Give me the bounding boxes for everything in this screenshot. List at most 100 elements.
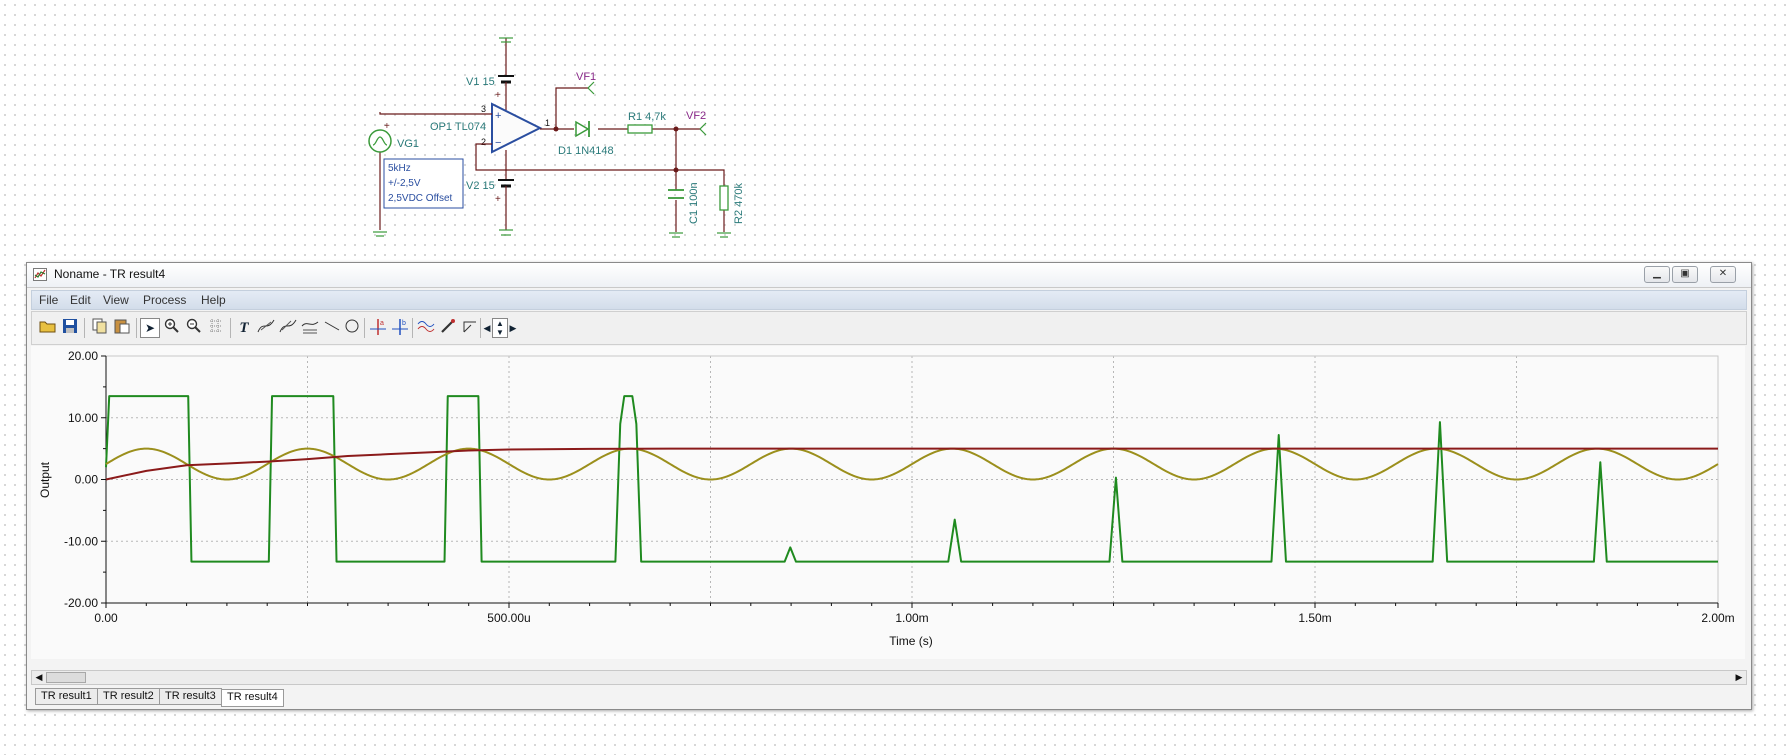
transient-chart[interactable]: 0.00 500.00u 1.00m 1.50m 2.00m 20.00 10.00 0.00…	[31, 346, 1745, 659]
y-tick-label: -10.00	[64, 534, 98, 548]
y-tick-label: 10.00	[68, 411, 98, 425]
y-axis-label: Output	[38, 461, 52, 498]
tab-tr-result2[interactable]: TR result2	[97, 688, 160, 705]
tab-tr-result4[interactable]: TR result4	[221, 689, 284, 707]
chart-series	[105, 395, 1719, 563]
y-tick-label: 20.00	[68, 349, 98, 363]
svg-text:a: a	[380, 320, 384, 327]
output-square-wave-series[interactable]	[105, 395, 1718, 563]
diode-d1-symbol[interactable]	[575, 120, 590, 138]
circle-icon[interactable]	[342, 318, 362, 338]
chart-tick-labels: 0.00 500.00u 1.00m 1.50m 2.00m 20.00 10.00 0.00…	[64, 349, 1735, 625]
menu-edit[interactable]: Edit	[70, 293, 91, 307]
tab-tr-result3[interactable]: TR result3	[159, 688, 222, 705]
horizontal-scrollbar[interactable]: ◀ ▶	[31, 670, 1747, 685]
chart-axes	[101, 355, 1719, 608]
cursor-b-icon[interactable]: b	[390, 318, 410, 338]
x-tick-label: 0.00	[94, 611, 118, 625]
v2-battery-symbol[interactable]	[498, 150, 514, 236]
curve-icon[interactable]	[256, 318, 276, 338]
resistor-r1-symbol[interactable]	[627, 124, 653, 134]
svg-text:+: +	[495, 110, 501, 122]
arrow-updown-icon[interactable]: ▲▼	[492, 318, 508, 338]
plot-area[interactable]: 0.00 500.00u 1.00m 1.50m 2.00m 20.00 10.00 0.00…	[31, 346, 1745, 659]
axis-icon[interactable]	[460, 318, 480, 338]
scroll-right-icon[interactable]: ▶	[1735, 672, 1743, 682]
menu-file[interactable]: File	[39, 293, 59, 307]
input-sine-series[interactable]	[105, 447, 1719, 481]
chart-grid	[105, 355, 1719, 604]
vf1-label: VF1	[576, 71, 596, 83]
maximize-button[interactable]: ▣	[1672, 266, 1698, 283]
tab-tr-result1[interactable]: TR result1	[35, 688, 98, 705]
ground-symbols	[373, 231, 731, 238]
capacitor-voltage-series[interactable]	[105, 447, 1718, 481]
open-icon[interactable]	[38, 318, 58, 338]
menu-process[interactable]: Process	[143, 293, 187, 307]
vf1-probe-symbol[interactable]	[587, 81, 595, 95]
v1-label: V1 15	[466, 76, 495, 88]
vf2-probe-symbol[interactable]	[699, 122, 707, 136]
pin-3-label: 3	[481, 104, 486, 114]
vf2-label: VF2	[686, 110, 706, 122]
text-icon[interactable]: T	[239, 320, 249, 336]
x-tick-label: 1.00m	[895, 611, 928, 625]
zoom-in-icon[interactable]	[162, 318, 182, 338]
pen-icon[interactable]	[438, 318, 458, 338]
v1-battery-symbol[interactable]	[498, 37, 514, 110]
window-title: Noname - TR result4	[54, 267, 166, 281]
close-button[interactable]: ✕	[1710, 266, 1736, 283]
scroll-left-icon[interactable]: ◀	[35, 672, 43, 682]
generator-note-amplitude: +/-2,5V	[388, 178, 421, 189]
arrow-right-icon[interactable]: ▶	[509, 323, 517, 333]
line-icon[interactable]	[322, 318, 342, 338]
x-tick-label: 1.50m	[1298, 611, 1331, 625]
window-titlebar[interactable]: Noname - TR result4 ▁ ▣ ✕	[27, 263, 1751, 288]
svg-text:b: b	[402, 320, 406, 327]
x-axis-label: Time (s)	[889, 634, 933, 648]
resistor-r2-symbol[interactable]	[719, 185, 729, 211]
app-chart-icon	[33, 268, 47, 281]
junction-dots	[553, 126, 679, 173]
curve-label-icon[interactable]	[300, 318, 320, 338]
r1-label: R1 4,7k	[628, 111, 666, 123]
scroll-thumb[interactable]	[46, 672, 86, 683]
y-tick-label: 0.00	[75, 473, 99, 487]
pin-1-label: 1	[545, 118, 550, 128]
r2-label: R2 470k	[733, 183, 745, 224]
opamp-symbol[interactable]: + −	[491, 102, 543, 154]
generator-note-box[interactable]	[383, 158, 464, 209]
svg-text:−: −	[495, 137, 501, 149]
curve-edit-icon[interactable]	[278, 318, 298, 338]
copy-icon[interactable]	[90, 318, 110, 338]
c1-label: C1 100n	[688, 182, 700, 224]
pointer-icon[interactable]: ➤	[140, 318, 160, 338]
capacitor-c1-symbol[interactable]	[668, 189, 684, 199]
result-window: Noname - TR result4 ▁ ▣ ✕ File Edit View…	[26, 262, 1752, 710]
vg1-label: VG1	[397, 138, 419, 150]
v2-plus-sign: +	[495, 194, 501, 205]
circuit-schematic[interactable]: V1 15 + V2 15 + + − OP1 TL074 3 2 1	[0, 0, 1790, 262]
save-icon[interactable]	[60, 318, 80, 338]
minimize-button[interactable]: ▁	[1644, 266, 1670, 283]
menu-help[interactable]: Help	[201, 293, 226, 307]
wave-icon[interactable]	[416, 318, 436, 338]
vg1-plus-sign: +	[384, 121, 390, 132]
toolbar: ➤ T a b	[31, 311, 1747, 345]
paste-icon[interactable]	[112, 318, 132, 338]
signal-generator-vg1-symbol[interactable]	[368, 129, 392, 153]
arrow-left-icon[interactable]: ◀	[483, 323, 491, 333]
generator-note-offset: 2,5VDC Offset	[388, 193, 453, 204]
cursor-a-icon[interactable]: a	[368, 318, 388, 338]
zoom-out-icon[interactable]	[184, 318, 204, 338]
opamp-label: OP1 TL074	[430, 121, 486, 133]
d1-label: D1 1N4148	[558, 145, 614, 157]
x-tick-label: 2.00m	[1701, 611, 1734, 625]
y-tick-label: -20.00	[64, 596, 98, 610]
v1-plus-sign: +	[495, 90, 501, 101]
pin-2-label: 2	[481, 137, 486, 147]
menu-view[interactable]: View	[103, 293, 129, 307]
x-tick-label: 500.00u	[487, 611, 530, 625]
menu-bar: File Edit View Process Help	[31, 290, 1747, 310]
grid-icon[interactable]	[206, 318, 226, 338]
